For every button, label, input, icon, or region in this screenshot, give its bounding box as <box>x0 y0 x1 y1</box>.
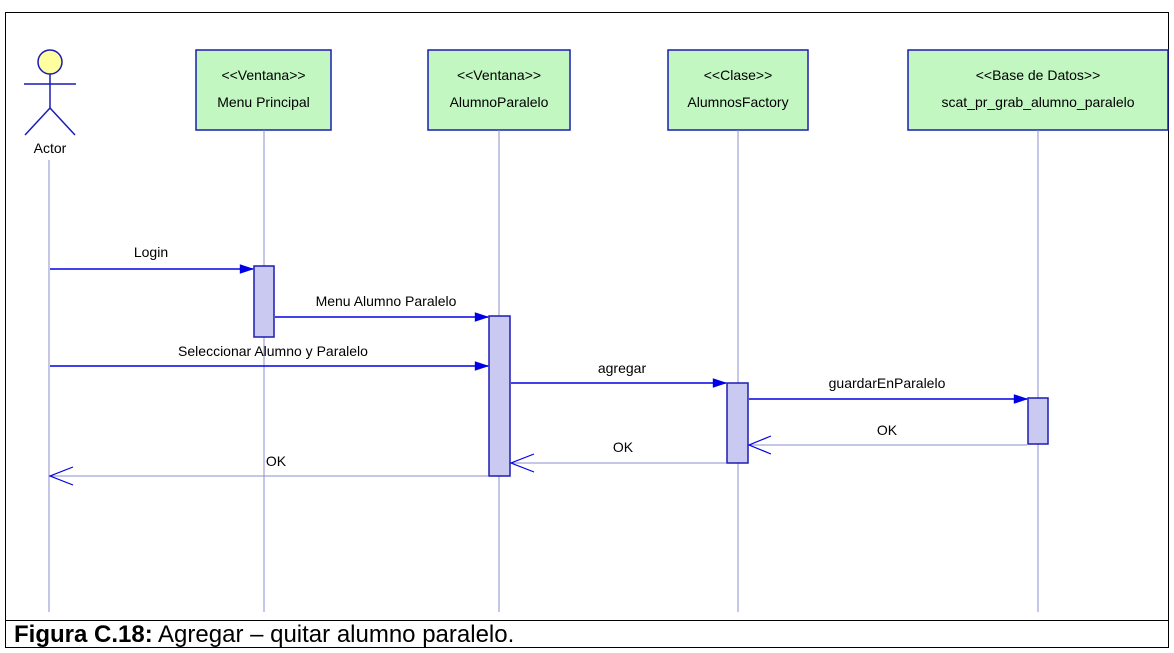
actor-label: Actor <box>34 140 67 156</box>
figure-caption: Figura C.18: Agregar – quitar alumno par… <box>14 621 514 649</box>
caption-area <box>5 620 1169 648</box>
return-ok-factory: OK <box>509 439 726 473</box>
message-menu-alumno-paralelo: Menu Alumno Paralelo <box>275 293 490 322</box>
activation-alumnos-factory <box>726 382 749 464</box>
lifeline-name: AlumnoParalelo <box>450 94 549 110</box>
caption-text: Agregar – quitar alumno paralelo. <box>152 621 515 648</box>
lifeline-alumno-paralelo: <<Ventana>> AlumnoParalelo <box>427 49 571 612</box>
lifeline-menu-principal: <<Ventana>> Menu Principal <box>195 49 332 612</box>
lifeline-stereotype: <<Clase>> <box>704 67 773 83</box>
return-arrowhead <box>48 466 74 486</box>
actor-leg-left <box>24 107 51 136</box>
lifeline-box <box>427 49 571 131</box>
activation-alumno-paralelo <box>488 315 511 477</box>
lifeline-name: scat_pr_grab_alumno_paralelo <box>941 94 1134 110</box>
return-label: OK <box>266 453 287 469</box>
lifeline-database: <<Base de Datos>> scat_pr_grab_alumno_pa… <box>907 49 1169 612</box>
return-ok-actor: OK <box>48 453 488 486</box>
lifeline-stereotype: <<Ventana>> <box>221 67 305 83</box>
message-seleccionar: Seleccionar Alumno y Paralelo <box>50 343 490 371</box>
message-label: Menu Alumno Paralelo <box>316 293 457 309</box>
actor-head <box>37 49 63 75</box>
return-ok-database: OK <box>747 422 1027 455</box>
message-label: guardarEnParalelo <box>829 375 946 391</box>
lifeline-box <box>667 49 809 131</box>
lifeline-box <box>907 49 1169 131</box>
message-label: Seleccionar Alumno y Paralelo <box>178 343 368 359</box>
return-arrowhead <box>747 435 772 455</box>
message-agregar: agregar <box>511 360 728 388</box>
caption-prefix: Figura C.18: <box>14 621 153 648</box>
message-label: agregar <box>598 360 647 376</box>
lifeline-name: Menu Principal <box>217 94 310 110</box>
message-label: Login <box>134 244 168 260</box>
lifeline-name: AlumnosFactory <box>687 94 788 110</box>
return-arrowhead <box>509 453 535 473</box>
return-label: OK <box>877 422 898 438</box>
lifeline-box <box>195 49 332 131</box>
actor: Actor <box>24 49 76 156</box>
actor-leg-right <box>49 107 76 136</box>
lifeline-stereotype: <<Base de Datos>> <box>976 67 1101 83</box>
lifeline-alumnos-factory: <<Clase>> AlumnosFactory <box>667 49 809 612</box>
message-guardar-en-paralelo: guardarEnParalelo <box>749 375 1029 404</box>
activation-database <box>1027 397 1049 445</box>
activation-menu-principal <box>253 265 275 338</box>
lifeline-stereotype: <<Ventana>> <box>457 67 541 83</box>
message-login: Login <box>50 244 255 274</box>
return-label: OK <box>613 439 634 455</box>
